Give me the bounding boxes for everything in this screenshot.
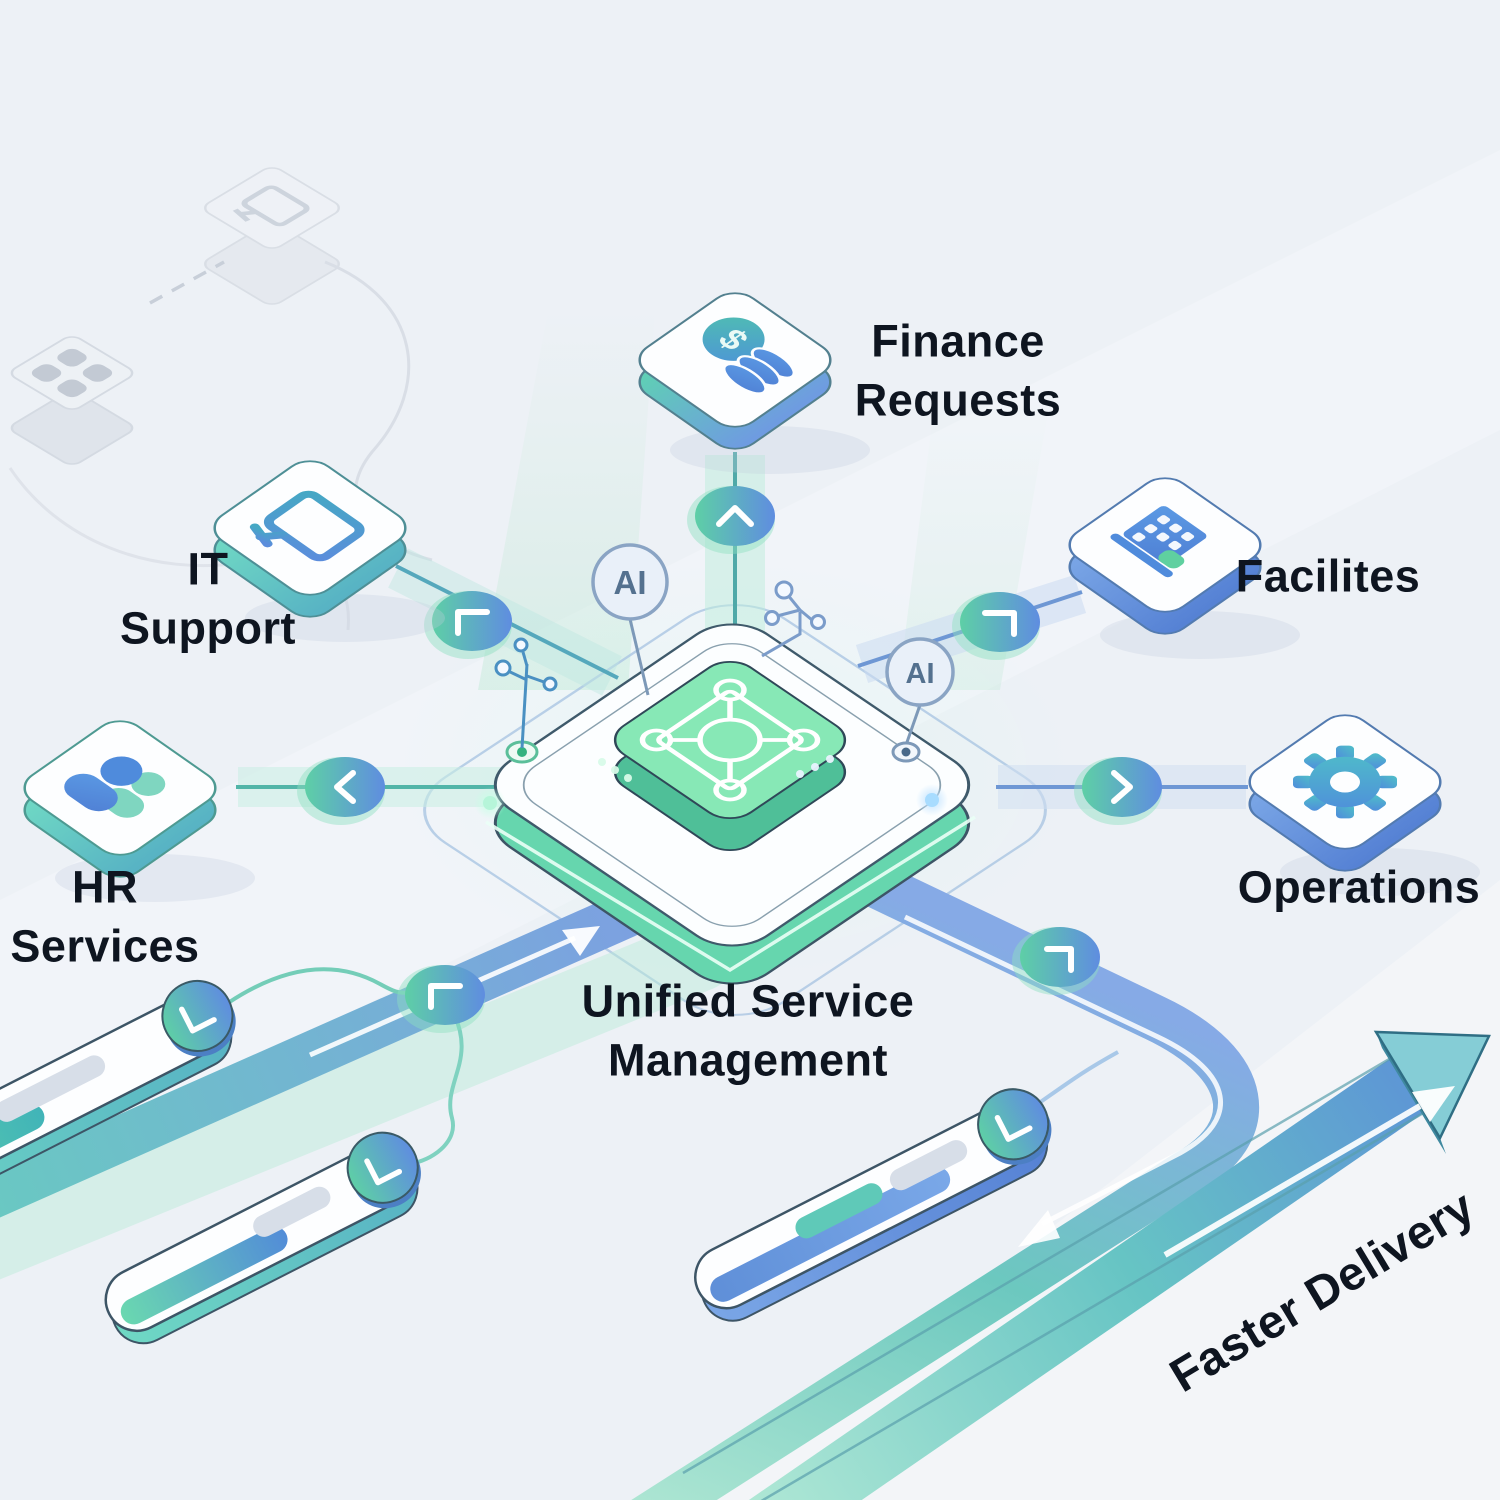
- faded-cube-monitor: [204, 167, 340, 305]
- chevron-up-icon: [716, 505, 754, 527]
- network-hub-icon: [639, 678, 821, 802]
- node-it: [424, 591, 512, 659]
- queue-bar-right: [694, 1088, 1052, 1322]
- corner-arrow-up-right-icon: [982, 610, 1017, 637]
- molecule-icon: [761, 580, 826, 658]
- arrow-down-left-icon: [1018, 1210, 1060, 1247]
- soft-ribbon: [0, 919, 736, 1280]
- wavy-connector: [226, 967, 409, 1005]
- node-operations: [1074, 757, 1162, 825]
- wavy-connector: [413, 1009, 464, 1165]
- clock-corner-icon: [1044, 946, 1074, 973]
- queue-bar-left: [0, 979, 236, 1237]
- label-finance: Finance Requests: [855, 312, 1062, 431]
- label-line: Facilites: [1235, 550, 1421, 602]
- node-finance: [687, 486, 775, 554]
- monitor-icon: [249, 490, 365, 562]
- corner-arrow-up-left-icon: [455, 609, 490, 636]
- faded-cube-grid: [10, 336, 134, 465]
- coin-stack-icon: $: [702, 317, 796, 395]
- label-hub: Unified Service Management: [582, 972, 915, 1091]
- clock-corner-icon: [994, 1114, 1033, 1142]
- progress-pending: [253, 1186, 331, 1237]
- chevron-right-icon: [1111, 770, 1133, 804]
- gear-icon: [1293, 745, 1397, 819]
- progress-pending: [0, 1055, 106, 1122]
- wavy-connector: [1030, 1050, 1119, 1110]
- label-line: Operations: [1237, 861, 1481, 913]
- antenna-icon: [494, 637, 558, 764]
- people-icon: [64, 756, 166, 818]
- node-facilities: [952, 592, 1040, 660]
- label-facilities: Facilites: [1236, 546, 1421, 605]
- label-line: Support: [120, 603, 296, 654]
- node-hr: [297, 757, 385, 825]
- node-outflow: [397, 965, 485, 1033]
- tile-it-support: [213, 460, 445, 642]
- progress-fill: [120, 1226, 288, 1325]
- label-line: Unified Service: [581, 975, 915, 1027]
- label-line: Management: [607, 1035, 889, 1086]
- progress-pending: [889, 1140, 968, 1191]
- label-line: IT: [187, 543, 229, 595]
- hub-core-tile: [598, 661, 847, 851]
- tile-hr-services: [23, 720, 255, 902]
- edge-circuit-line: [485, 815, 976, 973]
- node-return: [1012, 927, 1100, 995]
- label-it-support: IT Support: [120, 540, 296, 659]
- tile-dots-right: [796, 755, 834, 778]
- arrowhead-icon: [1373, 1030, 1491, 1141]
- progress-fill: [710, 1166, 951, 1302]
- label-hr-services: HR Services: [10, 858, 199, 977]
- queue-bar-middle: [104, 1131, 421, 1345]
- corner-arrow-up-left-icon: [428, 983, 463, 1010]
- tile-dots-left: [598, 758, 632, 782]
- building-icon: [1110, 506, 1207, 578]
- label-line: HR: [71, 861, 138, 913]
- chevron-left-icon: [334, 770, 356, 804]
- arrow-up-right-icon: [1412, 1086, 1455, 1122]
- label-line: Finance: [871, 315, 1045, 367]
- arrow-up-right-icon: [562, 926, 600, 956]
- ai-badge-left: AI: [591, 543, 669, 696]
- progress-secondary: [795, 1183, 883, 1239]
- monitor-ghost-icon: [232, 185, 310, 227]
- edge-dot: [925, 793, 939, 807]
- ai-badge-label: AI: [614, 564, 647, 601]
- label-operations: Operations: [1238, 857, 1481, 916]
- faster-delivery-ribbon: [682, 1030, 1491, 1500]
- clock-corner-icon: [179, 1006, 217, 1034]
- edge-dot: [483, 796, 497, 810]
- tile-operations: [1248, 714, 1480, 896]
- label-line: Requests: [854, 375, 1062, 426]
- ai-badge-right: AI: [885, 637, 955, 763]
- label-line: Services: [10, 921, 200, 972]
- tile-facilities: [1068, 477, 1300, 659]
- app-grid-icon: [31, 348, 113, 398]
- ai-badge-label: AI: [906, 658, 935, 690]
- tile-finance: $: [638, 292, 870, 474]
- clock-corner-icon: [364, 1158, 403, 1186]
- return-ribbon: [631, 863, 1259, 1500]
